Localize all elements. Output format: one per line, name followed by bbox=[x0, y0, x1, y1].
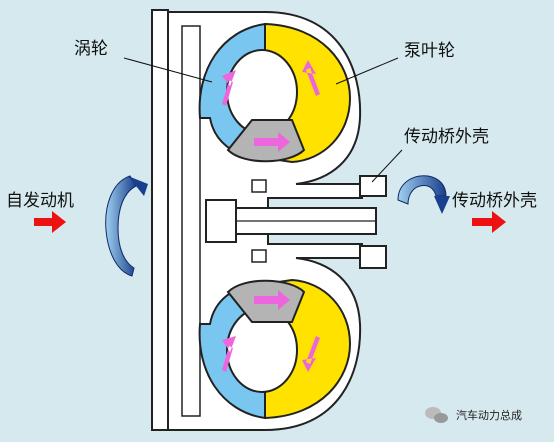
output-rotation-icon bbox=[397, 175, 450, 214]
flow-arrow-icon bbox=[254, 290, 290, 310]
output-arrow-icon bbox=[472, 211, 506, 233]
leader-line-turbine bbox=[123, 57, 213, 83]
flow-arrow-icon bbox=[302, 336, 320, 372]
bearing-upper bbox=[251, 179, 267, 193]
flow-arrow-icon bbox=[222, 70, 236, 106]
flow-arrows-upper bbox=[222, 60, 320, 152]
pump-impeller-label: 泵叶轮 bbox=[404, 41, 455, 61]
input-label: 自发动机 bbox=[6, 191, 74, 211]
input-rotation-icon bbox=[105, 175, 148, 277]
leader-line-transaxle bbox=[371, 149, 403, 183]
housing-inner-line bbox=[181, 25, 201, 417]
flow-arrow-icon bbox=[254, 132, 290, 152]
flow-arrow-icon bbox=[302, 60, 320, 96]
flow-arrow-icon bbox=[222, 336, 236, 372]
wechat-logo-icon bbox=[425, 407, 448, 423]
transaxle-housing-label: 传动桥外壳 bbox=[404, 127, 489, 147]
turbine-label: 涡轮 bbox=[74, 39, 108, 59]
flywheel-plate bbox=[151, 9, 169, 431]
bearing-lower bbox=[251, 249, 267, 263]
watermark-text: 汽车动力总成 bbox=[456, 409, 522, 422]
hub-block bbox=[205, 199, 237, 243]
flow-arrows-lower bbox=[222, 290, 320, 372]
input-arrow-icon bbox=[34, 211, 66, 233]
leader-line-pump bbox=[335, 57, 399, 85]
transaxle-housing-right-label: 传动桥外壳 bbox=[452, 191, 537, 211]
